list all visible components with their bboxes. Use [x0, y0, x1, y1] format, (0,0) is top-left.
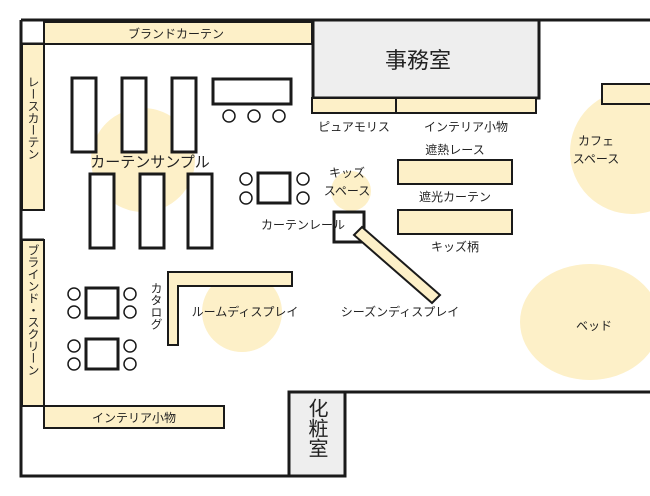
sample-rack	[170, 76, 198, 154]
kids-space-highlight	[331, 171, 371, 211]
chair	[123, 339, 137, 353]
lace-curtain-shelf	[21, 43, 45, 211]
bed-area-highlight	[520, 264, 650, 380]
heat-lace-shelf	[397, 159, 513, 185]
chair	[123, 287, 137, 301]
interior-goods-top-label: インテリア小物	[424, 120, 508, 134]
counter-table	[211, 77, 293, 106]
chair	[67, 305, 81, 319]
chair	[296, 191, 310, 205]
curtain-sample-label: カーテンサンプル	[90, 153, 210, 171]
catalog-label: カタログ	[149, 282, 163, 330]
kids-space-label-line1: キッズ	[329, 165, 365, 180]
catalog-table	[84, 286, 120, 320]
cafe-space-highlight	[570, 90, 650, 214]
chair	[239, 191, 253, 205]
curtain-rail-label: カーテンレール	[261, 218, 345, 232]
cafe-counter	[601, 83, 650, 105]
heat-lace-label: 遮熱レース	[425, 142, 484, 157]
catalog-table	[84, 337, 120, 371]
stool	[272, 109, 286, 123]
sample-rack	[138, 172, 166, 250]
brand-curtain-label: ブランドカーテン	[128, 26, 224, 41]
blind-screen-shelf	[21, 239, 45, 407]
sample-rack	[70, 76, 98, 154]
chair	[123, 305, 137, 319]
catalog-shelf	[167, 271, 293, 346]
stool	[222, 109, 236, 123]
stool	[247, 109, 261, 123]
kids-space-label-line2: スペース	[324, 184, 371, 198]
cafe-space-label-line2: スペース	[573, 152, 620, 166]
powder-room-label: 化粧室	[305, 398, 329, 458]
kids-table	[256, 171, 292, 205]
cafe-space-label-line1: カフェ	[578, 134, 614, 148]
lace-curtain-label: レースカーテン	[26, 76, 40, 160]
chair	[296, 172, 310, 186]
chair	[123, 357, 137, 371]
powder-room	[287, 390, 347, 478]
kids-pattern-shelf	[397, 209, 513, 235]
sample-rack	[88, 172, 116, 250]
curtain-sample-area-highlight	[91, 108, 195, 212]
sample-rack	[120, 76, 148, 154]
interior-goods-top-shelf	[395, 97, 537, 114]
interior-goods-bottom-label: インテリア小物	[92, 411, 176, 425]
chair	[67, 287, 81, 301]
pure-morris-label: ピュアモリス	[318, 120, 390, 134]
kids-pattern-label: キッズ柄	[431, 239, 479, 254]
sample-rack	[186, 172, 214, 250]
office-label: 事務室	[385, 49, 451, 74]
bed-label: ベッド	[576, 319, 612, 333]
room-display-label: ルームディスプレイ	[192, 304, 299, 319]
interior-goods-bottom-shelf	[43, 405, 225, 429]
brand-curtain-shelf	[43, 21, 313, 45]
chair	[67, 357, 81, 371]
chair	[67, 339, 81, 353]
blind-screen-label: ブラインド・スクリーン	[26, 244, 40, 376]
season-display-shelf	[352, 225, 442, 305]
chair	[239, 172, 253, 186]
season-display-label: シーズンディスプレイ	[341, 304, 460, 319]
blackout-curtain-label: 遮光カーテン	[419, 189, 491, 204]
room-display-highlight	[202, 272, 282, 352]
pure-morris-shelf	[311, 97, 397, 114]
